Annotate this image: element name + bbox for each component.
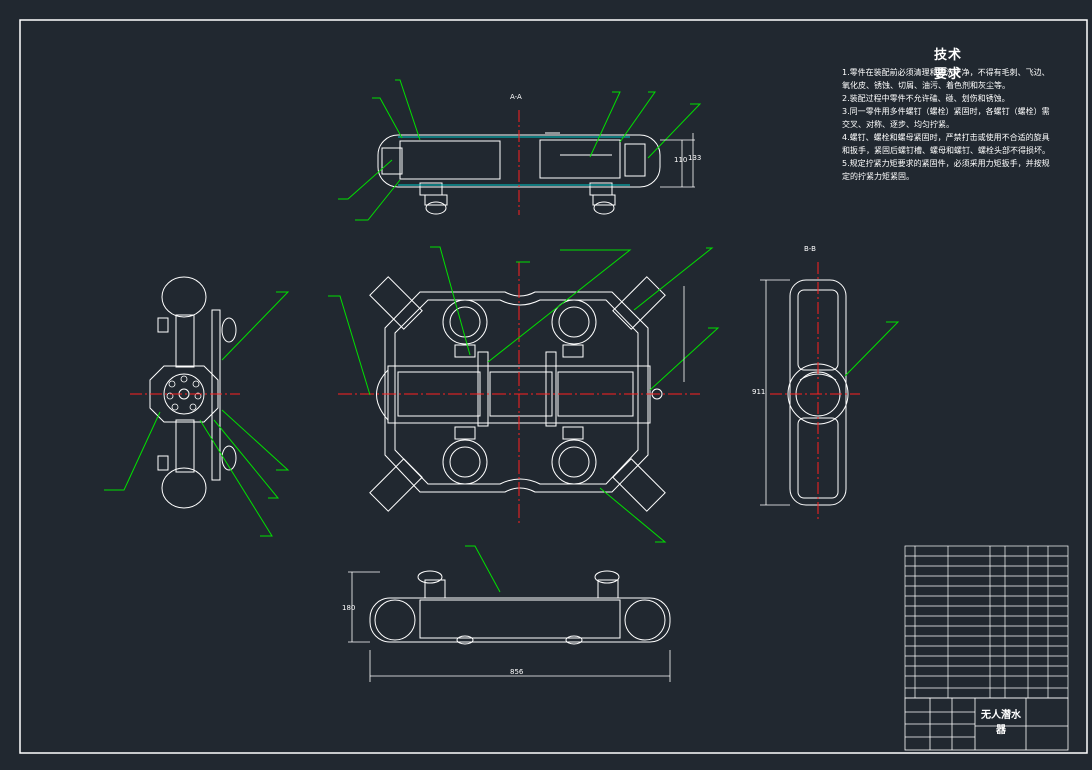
vertical-thruster-1 xyxy=(442,299,488,345)
plan-clamp-right xyxy=(545,351,557,427)
title-block-name: 无人潜水器 xyxy=(981,710,1021,736)
bottom-thruster-right xyxy=(624,599,666,641)
left-leaders xyxy=(104,291,290,537)
tech-requirement-item: 2.装配过程中零件不允许磕、碰、划伤和锈蚀。 xyxy=(842,94,1010,103)
parts-list xyxy=(904,545,1069,699)
left-bolt-circle xyxy=(166,375,202,411)
bottom-leader xyxy=(465,545,501,593)
top-hatch xyxy=(398,136,630,186)
top-thruster-left xyxy=(425,201,447,215)
left-thruster-bottom xyxy=(161,467,207,509)
top-dimensions xyxy=(660,133,695,188)
bottom-bracket-left xyxy=(424,579,446,599)
plan-hull-mid xyxy=(489,371,553,417)
top-electronics-compartment xyxy=(539,139,621,179)
bottom-thruster-left xyxy=(374,599,416,641)
plan-leaders xyxy=(328,246,720,543)
left-thruster-top xyxy=(161,276,207,318)
vertical-thruster-4 xyxy=(551,439,597,485)
left-hull-ring xyxy=(163,373,205,415)
vertical-thruster-2 xyxy=(551,299,597,345)
dim-bottom-width: 856 xyxy=(510,668,524,676)
top-view-label: A-A xyxy=(510,93,522,101)
plan-frame xyxy=(384,291,649,493)
top-mount-left xyxy=(424,194,448,206)
vertical-thruster-3 xyxy=(442,439,488,485)
top-thruster-right xyxy=(593,201,615,215)
dim-top-outer: 133 xyxy=(688,154,702,162)
plan-clamp-left xyxy=(477,351,489,427)
left-frame-rail xyxy=(211,309,221,481)
tech-requirements-list: 1.零件在装配前必须清理和清洗干净，不得有毛刺、飞边、氧化皮、锈蚀、切屑、油污、… xyxy=(842,66,1050,183)
sheet-border xyxy=(19,19,1088,754)
bottom-hull xyxy=(369,597,671,643)
horizontal-thruster-rr xyxy=(612,458,666,512)
right-leader xyxy=(844,321,900,377)
bottom-bracket-right xyxy=(597,579,619,599)
top-bow-cap xyxy=(381,147,403,175)
tech-requirement-item: 1.零件在装配前必须清理和清洗干净，不得有毛刺、飞边、氧化皮、锈蚀、切屑、油污、… xyxy=(842,68,1050,90)
top-leaders xyxy=(338,79,702,221)
right-view-label: B-B xyxy=(804,245,816,253)
top-battery-compartment xyxy=(399,140,501,180)
plan-bow xyxy=(376,369,389,421)
horizontal-thruster-rl xyxy=(369,458,423,512)
top-mount-right xyxy=(592,194,616,206)
horizontal-thruster-fl xyxy=(369,276,423,330)
left-strut-bottom xyxy=(175,419,195,473)
dim-top-inner: 110 xyxy=(674,156,688,164)
tech-requirement-item: 5.规定拧紧力矩要求的紧固件，必须采用力矩扳手，并按规定的拧紧力矩紧固。 xyxy=(842,159,1050,181)
left-strut-top xyxy=(175,314,195,368)
dim-bottom-height: 180 xyxy=(342,604,356,612)
tech-requirement-item: 4.螺钉、螺栓和螺母紧固时，严禁打击或使用不合适的旋具和扳手，紧固后螺钉槽、螺母… xyxy=(842,133,1050,155)
dim-right-height: 911 xyxy=(752,388,766,396)
right-dimension xyxy=(760,279,790,506)
horizontal-thruster-fr xyxy=(612,276,666,330)
left-hull-octagon xyxy=(149,365,219,423)
tech-requirements-title: 技术要求 xyxy=(933,48,962,82)
tech-requirement-item: 3.同一零件用多件螺钉（螺栓）紧固时，各螺钉（螺栓）需交叉、对称、逐步、均匀拧紧… xyxy=(842,107,1050,129)
plan-frame-inner xyxy=(394,299,639,485)
title-block xyxy=(904,697,1069,751)
top-stern-cap xyxy=(624,143,646,177)
bottom-view xyxy=(369,570,671,645)
bottom-dimensions xyxy=(348,571,671,682)
left-end-view xyxy=(149,276,237,509)
